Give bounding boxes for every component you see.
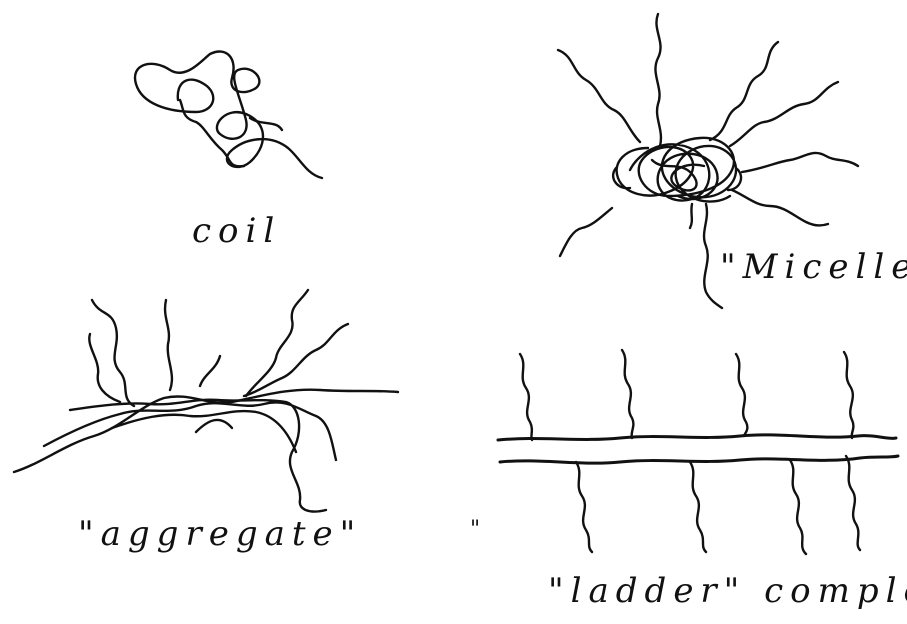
ladder-backbone-bottom [500,456,898,463]
micelle-core [613,138,741,202]
micelle-arm [690,204,692,228]
aggregate-panel: "aggregate" [14,290,398,554]
micelle-arm [732,190,828,225]
coil-panel: coil [135,51,322,251]
micelle-arm [710,42,778,140]
ladder-backbone-top [498,435,896,440]
aggregate-arm [92,300,134,406]
ladder-complex-label: "ladder" complex [548,571,907,611]
micelle-arm [655,14,661,146]
aggregate-strand [112,411,296,452]
aggregate-arm [244,324,348,396]
aggregate-label: "aggregate" [78,514,362,554]
coil-label: coil [192,211,281,251]
ladder-rung-upper [622,350,633,438]
aggregate-arm [165,300,172,390]
micelle-arm [558,50,640,142]
micelle-panel: "Micelle" [558,14,907,308]
ladder-rung-lower [846,456,860,550]
ladder-rung-upper [844,352,853,438]
micelle-arm [742,153,858,172]
ladder-rung-lower [576,462,592,552]
stray-quote-mark: " [470,517,487,542]
ladder-rung-lower [690,462,706,552]
aggregate-arm [196,420,232,432]
aggregate-arm [200,356,220,386]
ladder-rung-upper [736,354,747,436]
ladder-rung-lower [790,460,806,554]
ladder-rung-upper [520,354,532,440]
micelle-label: "Micelle" [720,247,907,287]
coil-tail [180,100,282,166]
micelle-arm [560,208,612,256]
ladder-complex-panel: "ladder" complex [498,350,907,611]
